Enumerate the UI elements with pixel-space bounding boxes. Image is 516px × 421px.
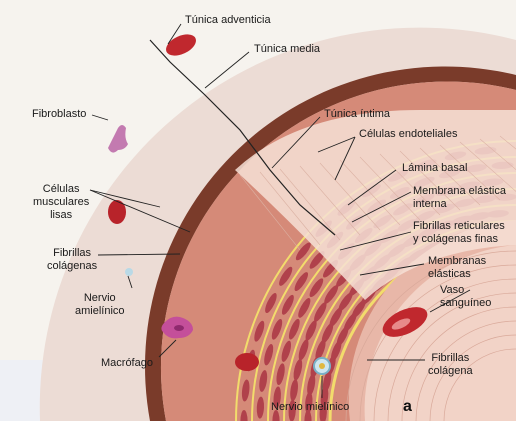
- label-tunica-intima: Túnica íntima: [324, 108, 390, 121]
- macrophage-nucleus: [174, 325, 184, 331]
- label-line: lisas: [33, 209, 89, 222]
- label-line: Fibrillas: [47, 247, 97, 260]
- label-line: Nervio: [75, 292, 125, 305]
- label-fibrillas-reticulares: Fibrillas reticulares y colágenas finas: [413, 220, 505, 246]
- label-line: Membranas: [428, 255, 486, 268]
- label-membranas-elasticas: Membranas elásticas: [428, 255, 486, 281]
- label-line: Fibrillas: [428, 352, 473, 365]
- label-line: Células: [33, 183, 89, 196]
- label-line: y colágenas finas: [413, 233, 505, 246]
- label-line: colágenas: [47, 260, 97, 273]
- label-line: colágena: [428, 365, 473, 378]
- label-lamina-basal: Lámina basal: [402, 162, 467, 175]
- blood-vessel: [235, 353, 259, 371]
- fibroblast-cell: [108, 125, 128, 153]
- label-nervio-amielinico: Nervio amielínico: [75, 292, 125, 318]
- label-line: elásticas: [428, 268, 486, 281]
- label-line: musculares: [33, 196, 89, 209]
- label-celulas-endoteliales: Células endoteliales: [359, 128, 457, 141]
- label-line: sanguíneo: [440, 297, 491, 310]
- label-fibrillas-colagena: Fibrillas colágena: [428, 352, 473, 378]
- label-nervio-mielinico: Nervio mielínico: [271, 401, 349, 414]
- label-fibroblasto: Fibroblasto: [32, 108, 86, 121]
- label-line: Fibrillas reticulares: [413, 220, 505, 233]
- myelinated-nerve-axon: [319, 363, 325, 369]
- label-membrana-elastica-interna: Membrana elástica interna: [413, 185, 506, 211]
- panel-letter: a: [403, 398, 412, 416]
- label-fibrillas-colagenas: Fibrillas colágenas: [47, 247, 97, 273]
- label-line: amielínico: [75, 305, 125, 318]
- blood-vessel: [163, 30, 200, 60]
- label-vaso-sanguineo: Vaso sanguíneo: [440, 284, 491, 310]
- label-tunica-media: Túnica media: [254, 43, 320, 56]
- label-macrofago: Macrófago: [101, 357, 153, 370]
- label-line: Vaso: [440, 284, 491, 297]
- label-celulas-musculares-lisas: Células musculares lisas: [33, 183, 89, 222]
- label-line: interna: [413, 198, 506, 211]
- label-tunica-adventicia: Túnica adventicia: [185, 14, 271, 27]
- unmyelinated-nerve: [125, 268, 133, 276]
- label-line: Membrana elástica: [413, 185, 506, 198]
